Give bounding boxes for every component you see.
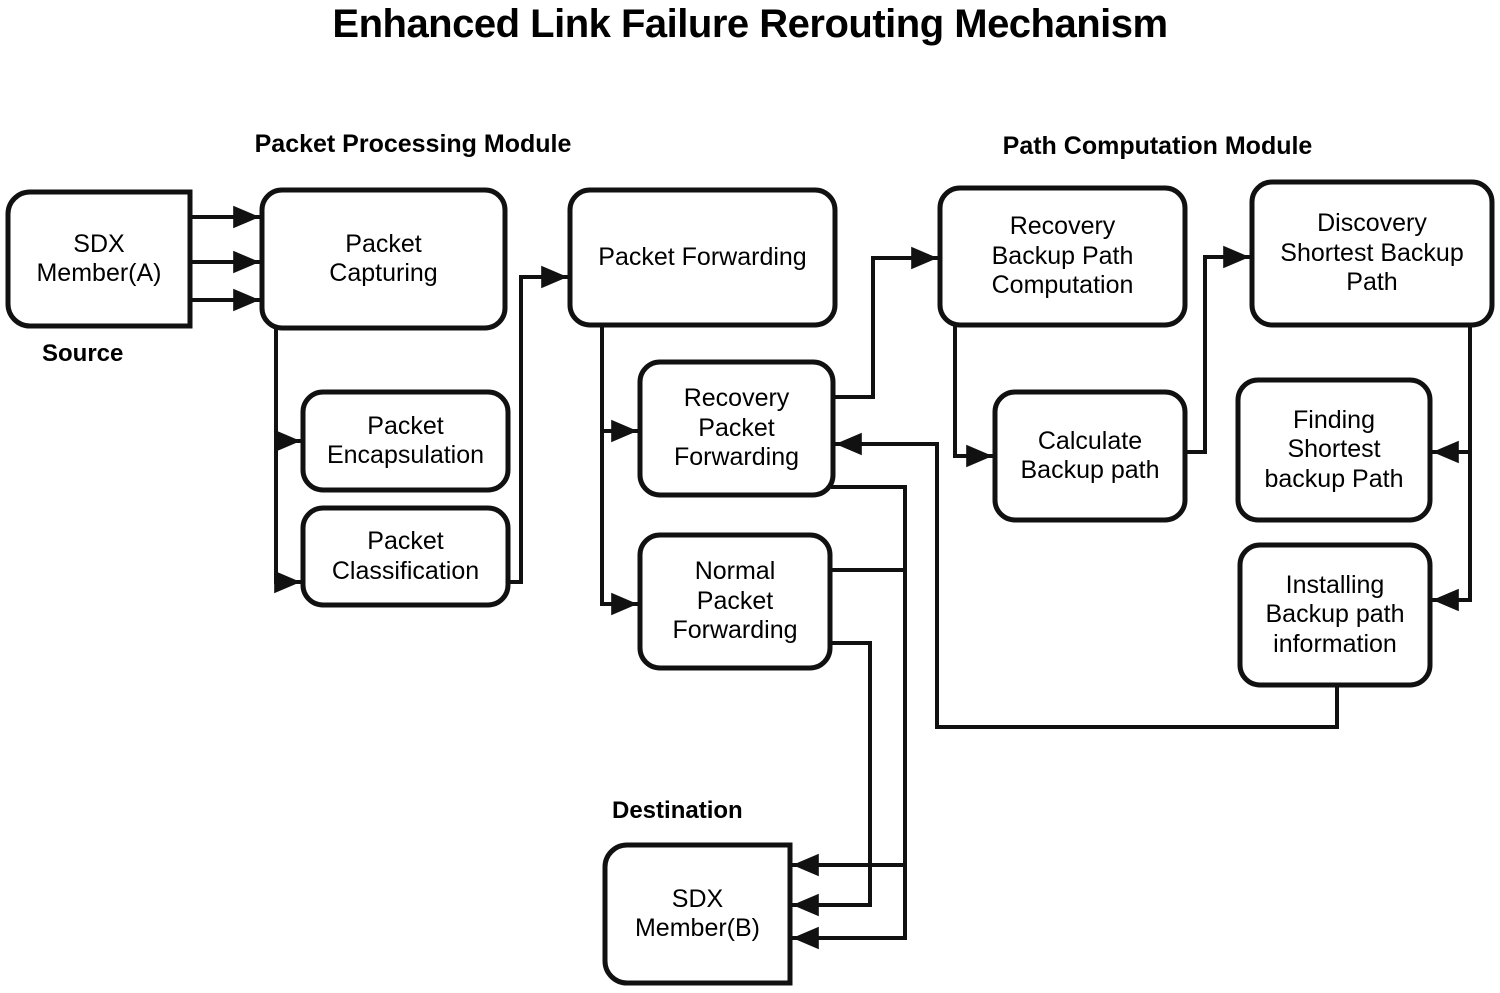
connector-forwarding-to-recovery-pf [600,323,638,443]
connector-forwarding-to-normal-pf [600,323,638,616]
module-label-packet-processing-module: Packet Processing Module [254,130,572,158]
node-box-packet-encapsulation[interactable] [300,389,511,493]
node-box-installing-backup-path-information[interactable] [1237,542,1433,688]
source-label: Source [42,340,124,367]
node-box-discovery-shortest-backup-path[interactable] [1249,179,1495,328]
node-box-recovery-backup-path-computation[interactable] [937,185,1188,328]
module-label-path-computation-module: Path Computation Module [1002,132,1313,160]
node-box-sdx-member-b[interactable] [602,842,793,986]
node-box-packet-forwarding[interactable] [567,187,838,328]
node-box-recovery-packet-forwarding[interactable] [637,359,836,498]
node-box-finding-shortest-backup-path[interactable] [1235,377,1433,523]
node-box-packet-capturing[interactable] [259,187,508,331]
node-box-packet-classification[interactable] [300,505,511,608]
connector-normal-pf-to-destination-1 [792,568,907,877]
connector-layer [188,205,1472,950]
node-box-sdx-member-a[interactable] [5,189,193,329]
node-layer [5,179,1495,986]
connector-discovery-to-finding [1432,323,1472,464]
node-box-calculate-backup-path[interactable] [992,389,1188,523]
connector-recovery-pf-to-backup-computation [831,246,938,399]
node-box-normal-packet-forwarding[interactable] [637,532,833,671]
connector-normal-pf-to-destination-2 [792,641,872,917]
connector-backup-computation-to-calculate [953,323,993,468]
connector-calculate-to-discovery [1183,245,1250,454]
connector-installing-to-recovery-pf [835,432,1339,729]
page-title: Enhanced Link Failure Rerouting Mechanis… [332,2,1168,46]
connector-capturing-to-classification [274,326,301,594]
destination-label: Destination [612,797,743,824]
connector-classification-to-forwarding [506,265,568,584]
connector-capturing-to-encapsulation [274,326,301,453]
connector-discovery-to-installing [1432,323,1472,612]
